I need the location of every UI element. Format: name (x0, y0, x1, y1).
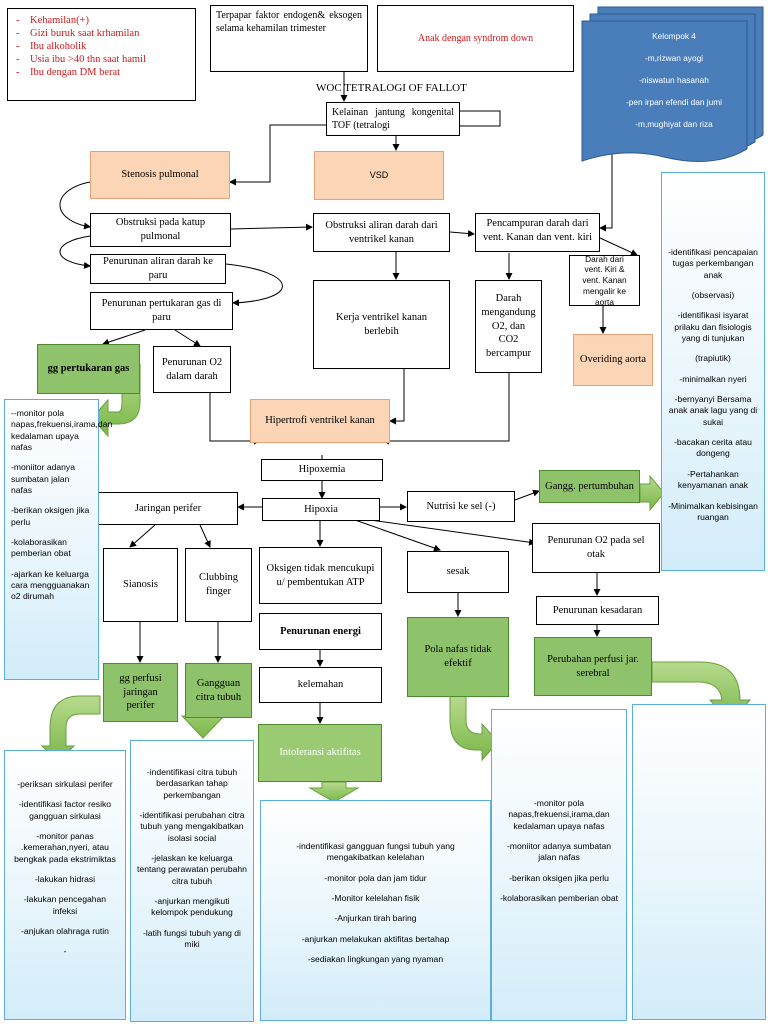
penurunan-o2-node: Penurunan O2 dalam darah (153, 346, 231, 393)
intoleransi-node: Intoleransi aktifitas (258, 724, 382, 782)
intervention-item: -berikan oksigen jika perlu (509, 872, 609, 883)
kelemahan-node: kelemahan (259, 667, 382, 703)
intervention-item: -latih fungsi tubuh yang di miki (143, 927, 241, 950)
intervention-item: -Minimalkan kebisingan ruangan (668, 500, 758, 522)
intervention-item: -Anjurkan tirah baring (334, 913, 417, 924)
intervention-item: -monitor pola dan jam tidur (324, 872, 427, 883)
tumbuh-intervention-panel: -identifikasi pencapaian tugas perkemban… (661, 172, 765, 571)
perfusi-intervention-panel: -periksan sirkulasi perifer -identifikas… (4, 750, 126, 1020)
risk-factor-item: Kehamilan(+) (16, 15, 189, 26)
jaringan-perifer-node: Jaringan perifer (98, 492, 238, 525)
intervention-item: -ajarkan ke keluarga cara mengguanakan o… (11, 568, 90, 602)
intervention-item: -monitor pola napas,frekuensi,irama,dan … (508, 798, 610, 831)
kerja-ventrikel-node: Kerja ventrikel kanan berlebih (313, 280, 450, 369)
aktifitas-intervention-panel: -indentifikasi gangguan fungsi tubuh yan… (260, 800, 491, 1021)
intervention-item: -identifikasi perubahan citra tubuh yang… (139, 810, 245, 843)
hipertrofi-node: Hipertrofi ventrikel kanan (250, 399, 390, 443)
perubahan-perfusi-node: Perubahan perfusi jar. serebral (534, 637, 652, 696)
obstruksi-katup-node: Obstruksi pada katup pulmonal (90, 213, 231, 247)
intervention-item: -minimalkan nyeri (679, 373, 747, 384)
gg-perfusi-node: gg perfusi jaringan perifer (103, 663, 178, 722)
risk-factor-item: Ibu dengan DM berat (16, 67, 189, 78)
gangg-pertumbuhan-node: Gangg. pertumbuhan (539, 470, 640, 503)
gas-intervention-panel: --monitor pola napas,frekuensi,irama,dan… (4, 399, 113, 680)
diagram-title: WOC TETRALOGI OF FALLOT (316, 82, 467, 94)
intervention-item: (trapiutik) (695, 353, 731, 364)
intervention-item: -Pertahankan kenyamanan anak (677, 468, 749, 491)
kelainan-box: Kelainan jantung kongenital TOF (tetralo… (326, 102, 460, 136)
pola-nafas-node: Pola nafas tidak efektif (407, 617, 509, 697)
intervention-item: -anjukan olahraga rutin (21, 926, 109, 937)
pencampuran-node: Pencampuran darah dari vent. Kanan dan v… (475, 213, 600, 252)
intervention-item: (observasi) (691, 290, 735, 301)
hipoxia-node: Hipoxia (262, 498, 380, 521)
oksigen-node: Oksigen tidak mencukupi u/ pembentukan A… (259, 547, 382, 604)
intervention-item: -anjurkan mengikuti kelompok pendukung (151, 896, 233, 918)
intervention-item: -identifikasi factor resiko gangguan sir… (18, 799, 112, 821)
hipoxemia-node: Hipoxemia (261, 459, 383, 481)
sesak-node: sesak (407, 551, 509, 593)
sianosis-node: Sianosis (103, 548, 178, 622)
gg-pertukaran-gas-node: gg pertukaran gas (37, 344, 140, 394)
nafas-intervention-panel: -monitor pola napas,frekuensi,irama,dan … (491, 709, 627, 1021)
kelompok-member: -niswatun hasanah (639, 75, 709, 85)
darah-aorta-node: Darah dari vent. Kiri & vent. Kanan meng… (569, 254, 640, 307)
penurunan-aliran-node: Penurunan aliran darah ke paru (90, 254, 226, 284)
intervention-item: -monitor panas .kemerahan,nyeri, atau be… (14, 831, 116, 864)
penurunan-energi-node: Penurunan energi (259, 613, 382, 650)
intervention-item: -indentifikasi citra tubuh berdasarkan t… (146, 767, 238, 800)
intervention-item: -kolaborasikan pemberian obat (500, 893, 618, 904)
darah-mengandung-node: Darah mengandung O2, dan CO2 bercampur (475, 280, 542, 373)
gg-citra-node: Gangguan citra tubuh (185, 663, 252, 718)
vsd-node: VSD (314, 151, 444, 200)
intervention-item: -lakukan pencegahan infeksi (23, 894, 107, 916)
intervention-item: -jelaskan ke keluarga tentang perawatan … (137, 853, 247, 886)
kelompok-heading: Kelompok 4 (652, 31, 696, 41)
intervention-item: -moniitor adanya sumbatan jalan nafas (11, 462, 76, 496)
citra-intervention-panel: -indentifikasi citra tubuh berdasarkan t… (130, 740, 254, 1022)
intervention-item: --monitor pola napas,frekuensi,irama,dan… (11, 408, 113, 453)
intervention-item: -moniitor adanya sumbatan jalan nafas (506, 841, 612, 863)
risk-factor-item: Ibu alkoholik (16, 41, 189, 52)
intervention-item: - (63, 946, 67, 957)
kelompok-member: -m,rizwan ayogi (644, 53, 704, 63)
overiding-node: Overiding aorta (573, 334, 653, 386)
intervention-item: -periksan sirkulasi perifer (17, 779, 113, 789)
kelompok-member: -m,mughiyat dan riza (635, 119, 713, 129)
intervention-item: -lakukan hidrasi (34, 874, 96, 885)
risk-factor-item: Gizi buruk saat krhamilan (16, 28, 189, 39)
intervention-item: -bernyanyi Bersama anak anak lagu yang d… (668, 394, 758, 427)
down-syndrome-box: Anak dengan syndrom down (377, 5, 574, 72)
penurunan-o2-otak-node: Penurunan O2 pada sel otak (532, 523, 660, 573)
serebral-intervention-panel (632, 704, 766, 1020)
intervention-item: -kolaborasikan pemberian obat (11, 537, 71, 559)
intervention-item: -sediakan lingkungan yang nyaman (307, 954, 444, 965)
endogen-box: Terpapar faktor endogen& eksogen selama … (210, 5, 368, 72)
stenosis-node: Stenosis pulmonal (90, 151, 230, 199)
intervention-item: -identifikasi isyarat prilaku dan fisiol… (674, 310, 752, 344)
kelompok-labels: Kelompok 4 -m,rizwan ayogi -niswatun has… (600, 32, 748, 142)
kelompok-member: -pen irpan efendi dan jumi (626, 97, 722, 107)
intervention-item: -berikan oksigen jika perlu (11, 505, 90, 527)
kelompok-document-icon (581, 6, 764, 162)
risk-factor-list: Kehamilan(+) Gizi buruk saat krhamilan I… (7, 8, 196, 101)
nutrisi-node: Nutrisi ke sel (-) (407, 491, 515, 522)
penurunan-kesadaran-node: Penurunan kesadaran (536, 596, 659, 625)
risk-factor-item: Usia ibu >40 thn saat hamil (16, 54, 189, 65)
clubbing-node: Clubbing finger (185, 548, 252, 622)
intervention-item: -indentifikasi gangguan fungsi tubuh yan… (296, 841, 455, 863)
obstruksi-aliran-node: Obstruksi aliran darah dari ventrikel ka… (313, 213, 450, 252)
intervention-item: -anjurkan melakukan aktifitas bertahap (301, 933, 450, 944)
intervention-item: -Monitor kelelahan fisik (331, 893, 420, 904)
intervention-item: -identifikasi pencapaian tugas perkemban… (668, 247, 758, 280)
penurunan-gas-node: Penurunan pertukaran gas di paru (90, 292, 233, 330)
intervention-item: -bacakan cerita atau dongeng (674, 437, 752, 459)
